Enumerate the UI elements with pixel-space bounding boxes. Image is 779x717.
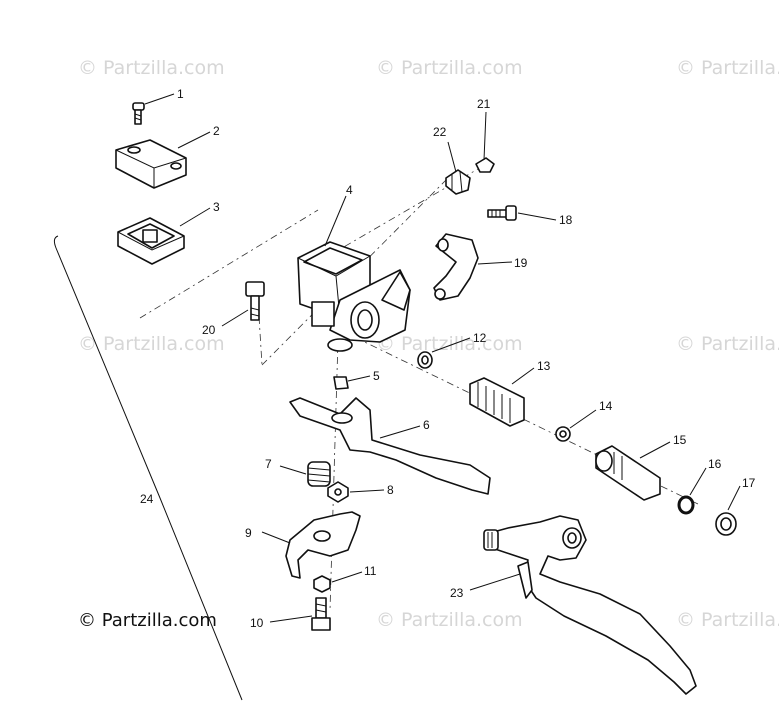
part-21-cap	[475, 157, 495, 173]
callout-12: 12	[473, 331, 487, 345]
watermark: © Partzilla.com	[676, 57, 779, 79]
callout-3: 3	[213, 200, 220, 214]
part-4-master-cylinder	[297, 241, 411, 352]
watermark: © Partzilla.com	[376, 609, 523, 631]
callout-13: 13	[537, 359, 551, 373]
callout-4: 4	[346, 183, 353, 197]
callout-labels: 1 2 3 4 5 6 7 8 9 10 11 12 13 14 15 16 1…	[140, 87, 756, 630]
callout-1: 1	[177, 87, 184, 101]
callout-14: 14	[599, 399, 613, 413]
watermark: © Partzilla.com	[676, 609, 779, 631]
callout-22: 22	[433, 125, 447, 139]
watermark: © Partzilla.com	[676, 333, 779, 355]
callout-19: 19	[514, 256, 528, 270]
group-bracket-24	[53, 235, 243, 701]
part-16-oring	[677, 495, 695, 515]
callout-6: 6	[423, 418, 430, 432]
leader-lines	[144, 93, 741, 623]
callout-23: 23	[450, 586, 464, 600]
watermark: © Partzilla.com	[376, 333, 523, 355]
part-15-piston	[595, 445, 661, 501]
callout-8: 8	[387, 483, 394, 497]
watermark: © Partzilla.com	[78, 333, 225, 355]
part-18-bolt	[487, 205, 517, 221]
callout-21: 21	[477, 97, 491, 111]
part-5-nut	[333, 376, 349, 390]
part-13-spring	[469, 377, 525, 427]
callout-2: 2	[213, 124, 220, 138]
callout-16: 16	[708, 457, 722, 471]
part-17-washer	[715, 512, 737, 536]
part-11-nut	[313, 575, 331, 593]
part-9-bracket	[285, 511, 361, 579]
part-20-pivot-bolt	[245, 281, 265, 321]
part-10-bolt	[311, 597, 331, 631]
callout-9: 9	[245, 526, 252, 540]
part-22-fitting	[445, 169, 471, 195]
part-12-washer	[417, 351, 433, 369]
callout-11: 11	[364, 564, 377, 578]
callout-5: 5	[373, 369, 380, 383]
part-8-nut	[327, 481, 349, 503]
watermark: © Partzilla.com	[376, 57, 523, 79]
callout-18: 18	[559, 213, 573, 227]
watermark-layer: © Partzilla.com © Partzilla.com © Partzi…	[78, 57, 779, 631]
part-14-washer	[555, 426, 571, 442]
part-7-spring	[307, 461, 331, 487]
part-3-diaphragm	[117, 217, 185, 265]
part-19-clamp	[433, 233, 479, 301]
assembly-axis-lines	[139, 161, 701, 611]
callout-10: 10	[250, 616, 264, 630]
part-6-lever	[289, 397, 491, 495]
callout-20: 20	[202, 323, 216, 337]
watermark: © Partzilla.com	[78, 57, 225, 79]
partzilla-logo: © Partzilla.com	[78, 610, 217, 631]
part-1-screw	[132, 102, 145, 125]
callout-15: 15	[673, 433, 687, 447]
part-2-cover	[115, 139, 187, 189]
part-23-lever-assembly	[483, 515, 697, 695]
callout-7: 7	[265, 457, 272, 471]
callout-17: 17	[742, 476, 756, 490]
callout-24: 24	[140, 492, 154, 506]
